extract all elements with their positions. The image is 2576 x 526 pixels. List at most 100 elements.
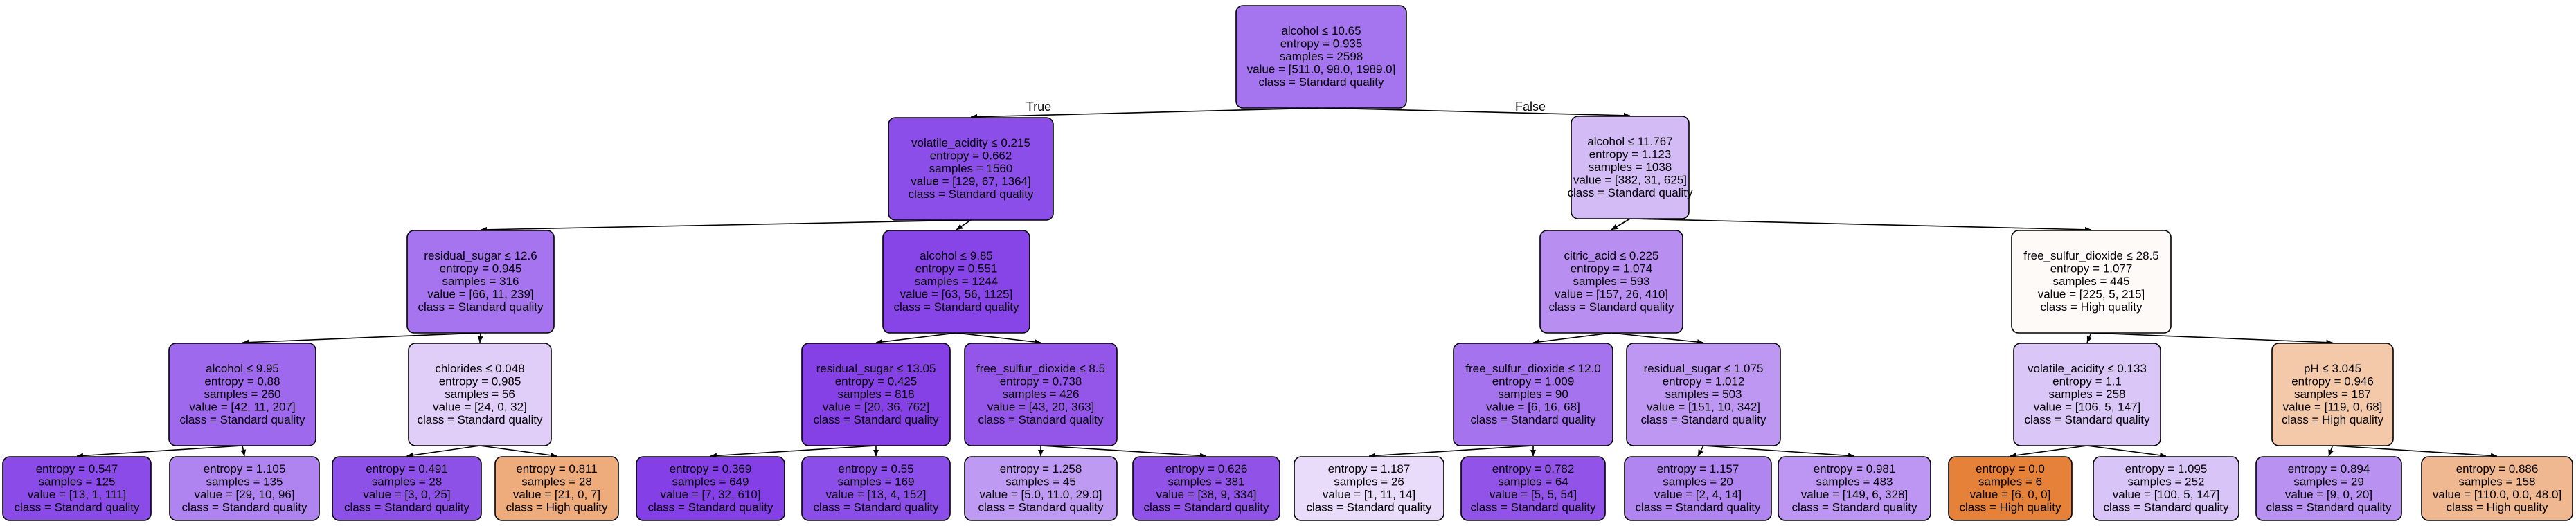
node-line: entropy = 1.157 bbox=[1657, 462, 1739, 475]
edge-n4-n10 bbox=[956, 332, 1041, 345]
node-box bbox=[1626, 343, 1781, 446]
edge-n3-n8 bbox=[477, 332, 483, 343]
node-line: samples = 125 bbox=[38, 475, 115, 489]
node-line: volatile_acidity ≤ 0.133 bbox=[2028, 362, 2147, 375]
edge-n7-n16 bbox=[240, 445, 247, 457]
node-line: entropy = 1.009 bbox=[1492, 374, 1575, 388]
node-line: value = [1, 11, 14] bbox=[1323, 488, 1415, 501]
node-line: class = High quality bbox=[2041, 300, 2143, 314]
node-line: entropy = 1.187 bbox=[1328, 462, 1411, 475]
node-line: entropy = 0.551 bbox=[915, 262, 998, 275]
node-line: samples = 1560 bbox=[929, 162, 1013, 175]
node-box bbox=[882, 230, 1030, 334]
edge-n2-n6 bbox=[1629, 218, 2092, 233]
node-line: samples = 593 bbox=[1573, 275, 1649, 288]
edge-n9-n19 bbox=[710, 445, 877, 459]
node-line: value = [100, 5, 147] bbox=[2113, 488, 2220, 501]
node-box bbox=[1624, 456, 1772, 521]
node-line: samples = 169 bbox=[837, 475, 914, 489]
node-line: entropy = 0.369 bbox=[670, 462, 752, 475]
node-line: class = Standard quality bbox=[418, 413, 543, 426]
node-line: free_sulfur_dioxide ≤ 8.5 bbox=[976, 362, 1105, 375]
node-line: class = Standard quality bbox=[1307, 501, 1432, 514]
node-line: class = Standard quality bbox=[344, 501, 469, 514]
edge-n0-n1 bbox=[970, 107, 1322, 120]
node-line: residual_sugar ≤ 12.6 bbox=[424, 249, 537, 262]
edge-n5-n11 bbox=[1532, 332, 1612, 345]
node-box bbox=[2, 456, 152, 521]
node-line: value = [5.0, 11.0, 29.0] bbox=[980, 488, 1102, 501]
node-line: alcohol ≤ 9.95 bbox=[206, 362, 279, 375]
node-line: alcohol ≤ 11.767 bbox=[1587, 135, 1672, 148]
node-line: samples = 483 bbox=[1816, 475, 1893, 489]
node-line: value = [7, 32, 610] bbox=[660, 488, 760, 501]
node-line: class = Standard quality bbox=[1568, 186, 1693, 199]
node-line: entropy = 0.55 bbox=[838, 462, 913, 475]
node-line: value = [20, 36, 762] bbox=[823, 400, 930, 413]
node-line: value = [66, 11, 239] bbox=[427, 287, 533, 300]
node-line: class = Standard quality bbox=[1144, 501, 1269, 514]
node-line: entropy = 0.945 bbox=[440, 262, 522, 275]
edge-n13-n27 bbox=[2010, 445, 2088, 458]
node-line: entropy = 1.077 bbox=[2050, 262, 2133, 275]
edge-n2-n5 bbox=[1611, 218, 1631, 230]
node-box bbox=[332, 456, 482, 521]
node-line: entropy = 0.88 bbox=[204, 374, 280, 388]
node-line: class = Standard quality bbox=[182, 501, 307, 514]
edge-n14-n30 bbox=[2332, 445, 2498, 459]
node-line: class = Standard quality bbox=[1259, 75, 1384, 89]
node-box bbox=[801, 343, 951, 446]
node-box bbox=[1948, 456, 2073, 521]
node-box bbox=[888, 117, 1054, 221]
node-line: value = [13, 4, 152] bbox=[825, 488, 926, 501]
edge-n3-n7 bbox=[242, 332, 481, 345]
node-line: samples = 6 bbox=[1978, 475, 2042, 489]
edge-n10-n22 bbox=[1040, 445, 1207, 459]
node-line: class = High quality bbox=[2282, 413, 2383, 426]
node-box bbox=[494, 456, 619, 521]
node-box bbox=[964, 343, 1118, 446]
node-line: samples = 29 bbox=[2293, 475, 2364, 489]
node-line: entropy = 1.105 bbox=[204, 462, 286, 475]
node-line: value = [110.0, 0.0, 48.0] bbox=[2433, 488, 2561, 501]
edge-n6-n13 bbox=[2086, 332, 2093, 343]
edge-n6-n14 bbox=[2091, 332, 2333, 345]
node-line: value = [151, 10, 342] bbox=[1647, 400, 1760, 413]
node-box bbox=[2011, 230, 2172, 334]
node-line: samples = 45 bbox=[1005, 475, 1076, 489]
node-line: class = Standard quality bbox=[978, 501, 1104, 514]
node-line: entropy = 1.123 bbox=[1589, 147, 1672, 161]
node-line: alcohol ≤ 9.85 bbox=[920, 249, 993, 262]
edge-n4-n9 bbox=[875, 332, 957, 345]
node-line: class = Standard quality bbox=[909, 188, 1034, 201]
node-line: class = Standard quality bbox=[1471, 413, 1596, 426]
node-line: chlorides ≤ 0.048 bbox=[435, 362, 524, 375]
node-box bbox=[1778, 456, 1931, 521]
node-line: samples = 64 bbox=[1498, 475, 1568, 489]
node-line: samples = 187 bbox=[2294, 388, 2371, 401]
node-box bbox=[168, 343, 316, 446]
node-line: samples = 445 bbox=[2052, 275, 2129, 288]
node-line: entropy = 1.095 bbox=[2125, 462, 2208, 475]
node-line: value = [63, 56, 1125] bbox=[900, 287, 1013, 300]
node-line: value = [382, 31, 625] bbox=[1573, 173, 1687, 186]
edge-n12-n26 bbox=[1703, 445, 1855, 459]
